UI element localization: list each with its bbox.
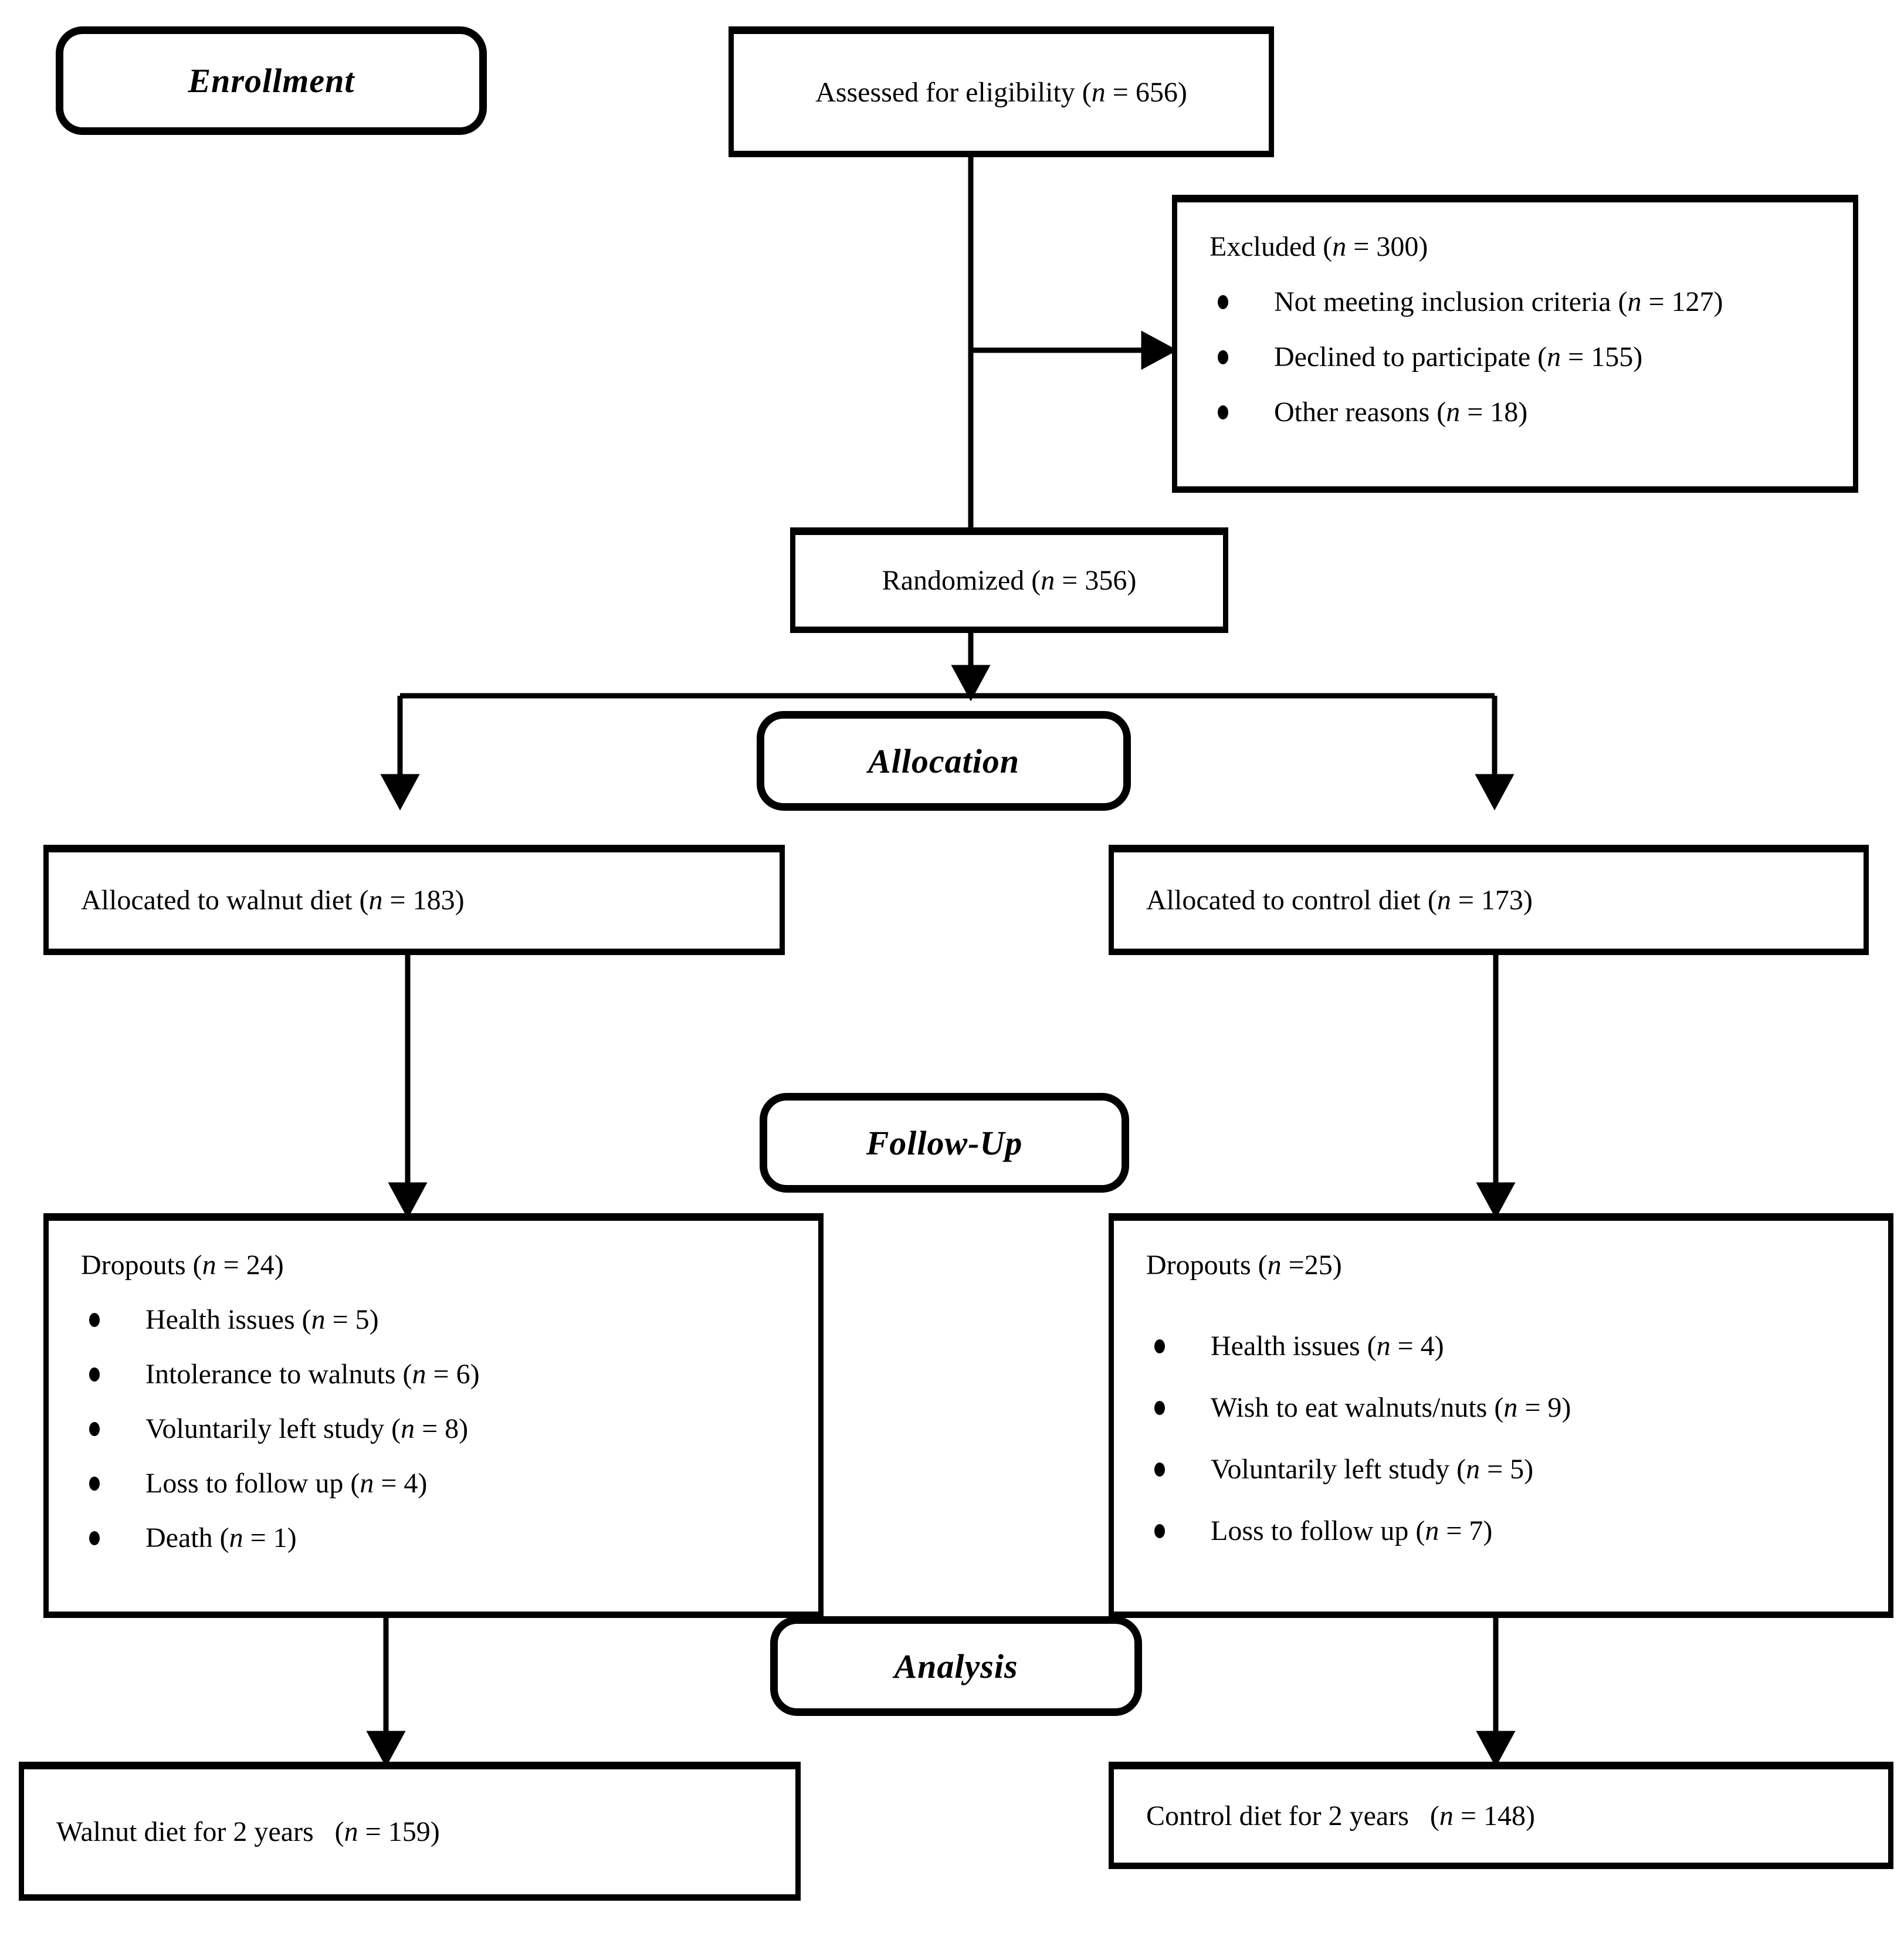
stage-allocation-label: Allocation	[868, 742, 1020, 780]
allocated-control-box: Allocated to control diet (n = 173)	[1109, 845, 1869, 955]
arrowhead-control-dropouts	[1476, 1182, 1516, 1219]
dropout-item: Intolerance to walnuts (n = 6)	[81, 1358, 801, 1390]
excluded-box: Excluded (n = 300) Not meeting inclusion…	[1172, 195, 1858, 493]
final-control-text: Control diet for 2 years (n = 148)	[1146, 1800, 1535, 1832]
excluded-item: Not meeting inclusion criteria (n = 127)	[1210, 286, 1835, 318]
dropout-item: Wish to eat walnuts/nuts (n = 9)	[1146, 1392, 1871, 1424]
allocated-walnut-text: Allocated to walnut diet (n = 183)	[81, 885, 465, 916]
stage-allocation: Allocation	[757, 711, 1131, 811]
arrowhead-control	[1475, 774, 1515, 811]
allocated-walnut-box: Allocated to walnut diet (n = 183)	[43, 845, 785, 955]
randomized-box: Randomized (n = 356)	[790, 527, 1228, 633]
stage-analysis-label: Analysis	[894, 1647, 1018, 1685]
randomized-text: Randomized (n = 356)	[882, 565, 1137, 597]
excluded-item: Declined to participate (n = 155)	[1210, 341, 1835, 373]
excluded-item: Other reasons (n = 18)	[1210, 396, 1835, 428]
dropouts-walnut-box: Dropouts (n = 24) Health issues (n = 5) …	[43, 1213, 824, 1618]
stage-analysis: Analysis	[770, 1616, 1142, 1716]
arrowhead-branch	[951, 665, 991, 702]
arrowhead-walnut	[380, 774, 420, 811]
assessed-box: Assessed for eligibility (n = 656)	[729, 26, 1274, 157]
dropout-item: Death (n = 1)	[81, 1522, 801, 1554]
final-control-box: Control diet for 2 years (n = 148)	[1109, 1762, 1893, 1869]
excluded-list: Not meeting inclusion criteria (n = 127)…	[1210, 263, 1835, 451]
excluded-title: Excluded (n = 300)	[1210, 231, 1428, 262]
stage-enrollment-label: Enrollment	[188, 62, 355, 100]
dropout-item: Voluntarily left study (n = 8)	[81, 1413, 801, 1445]
dropout-item: Health issues (n = 5)	[81, 1304, 801, 1336]
assessed-text: Assessed for eligibility (n = 656)	[815, 76, 1187, 108]
arrowhead-excluded	[1141, 330, 1178, 370]
stage-followup-label: Follow-Up	[866, 1123, 1023, 1162]
stage-enrollment: Enrollment	[56, 26, 487, 135]
dropouts-walnut-title: Dropouts (n = 24)	[81, 1250, 284, 1281]
dropouts-walnut-list: Health issues (n = 5) Intolerance to wal…	[81, 1281, 801, 1576]
dropouts-control-box: Dropouts (n =25) Health issues (n = 4) W…	[1109, 1213, 1893, 1618]
dropout-item: Health issues (n = 4)	[1146, 1330, 1871, 1362]
dropout-item: Loss to follow up (n = 7)	[1146, 1515, 1871, 1547]
final-walnut-text: Walnut diet for 2 years (n = 159)	[56, 1816, 440, 1847]
stage-followup: Follow-Up	[760, 1093, 1129, 1193]
dropouts-control-title: Dropouts (n =25)	[1146, 1250, 1342, 1281]
arrowhead-final-walnut	[366, 1731, 406, 1768]
final-walnut-box: Walnut diet for 2 years (n = 159)	[19, 1762, 801, 1901]
arrowhead-walnut-dropouts	[388, 1182, 428, 1219]
dropout-item: Loss to follow up (n = 4)	[81, 1467, 801, 1499]
dropouts-control-list: Health issues (n = 4) Wish to eat walnut…	[1146, 1301, 1871, 1576]
allocated-control-text: Allocated to control diet (n = 173)	[1146, 885, 1533, 916]
dropout-item: Voluntarily left study (n = 5)	[1146, 1453, 1871, 1485]
arrowhead-final-control	[1476, 1731, 1516, 1768]
